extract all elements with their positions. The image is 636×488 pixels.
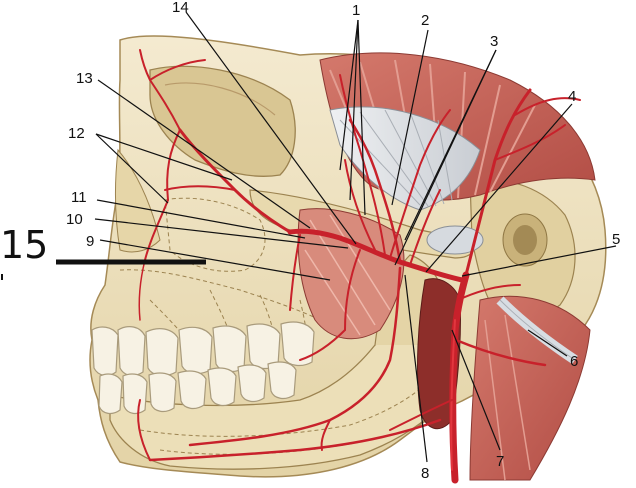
nasal-aperture [115,148,161,253]
label-13: 13 [76,70,93,87]
label-14: 14 [172,0,189,16]
label-11: 11 [71,189,87,206]
label-3: 3 [490,33,498,50]
label-12: 12 [68,125,85,142]
label-8: 8 [421,465,429,482]
label-5: 5 [612,231,620,248]
orbit [149,65,296,177]
lower-teeth [98,361,297,415]
arteries [137,49,581,484]
label-7: 7 [496,453,504,470]
labels: 1 2 3 4 5 6 7 8 9 10 11 12 13 14 15 [0,0,620,482]
label-15: 15 [0,223,48,267]
temporalis-tendon [329,106,484,255]
pterygoid-muscles [297,208,405,340]
label-10: 10 [66,211,83,228]
label-2: 2 [421,12,429,29]
neck-muscle [469,295,591,481]
upper-teeth [91,321,315,377]
label-1: 1 [352,2,360,19]
label-6: 6 [570,353,578,370]
label-9: 9 [86,233,94,250]
label-4: 4 [568,88,576,105]
leader-lines [1,11,617,463]
